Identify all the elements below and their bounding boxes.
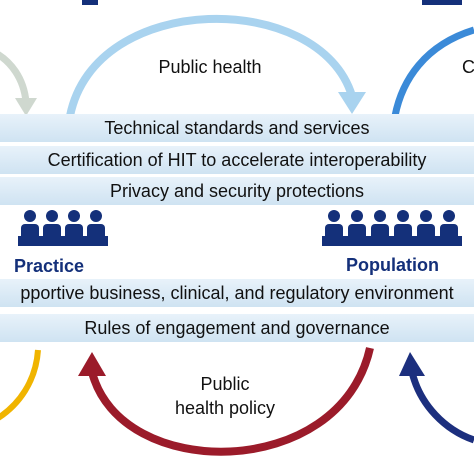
bottom-arc-arrowhead bbox=[78, 352, 106, 376]
band-rules-of-engagement-text: Rules of engagement and governance bbox=[84, 317, 390, 338]
band-supportive-environment: pportive business, clinical, and regulat… bbox=[0, 279, 474, 307]
bottom-arc-label-line1: Public bbox=[200, 374, 250, 394]
top-cut-text-right bbox=[422, 0, 462, 5]
population-person-3-head bbox=[374, 210, 386, 222]
band-privacy-security: Privacy and security protections bbox=[0, 177, 474, 205]
band-rules-of-engagement: Rules of engagement and governance bbox=[0, 314, 474, 342]
band-technical-standards-text: Technical standards and services bbox=[104, 117, 370, 138]
right-top-arrow bbox=[391, 26, 474, 117]
top-arc-label: Public health bbox=[158, 57, 262, 77]
practice-person-4-head bbox=[90, 210, 102, 222]
population-person-6-head bbox=[443, 210, 455, 222]
practice-person-1-head bbox=[24, 210, 36, 222]
band-supportive-environment-text: pportive business, clinical, and regulat… bbox=[20, 282, 454, 303]
right-bottom-arrow bbox=[408, 371, 474, 444]
population-person-5-head bbox=[420, 210, 432, 222]
bottom-arc-label-line2: health policy bbox=[174, 398, 276, 418]
population-person-2-head bbox=[351, 210, 363, 222]
top-arc-arrowhead bbox=[338, 92, 366, 114]
band-certification-hit-text: Certification of HIT to accelerate inter… bbox=[47, 149, 427, 170]
band-certification-hit: Certification of HIT to accelerate inter… bbox=[0, 146, 474, 174]
population-person-1-head bbox=[328, 210, 340, 222]
population-label: Population bbox=[346, 255, 439, 275]
bottom-arc bbox=[88, 347, 374, 456]
population-people-base bbox=[322, 236, 462, 246]
top-cut-text-left bbox=[82, 0, 98, 5]
practice-people-icon bbox=[18, 210, 108, 246]
practice-person-3-head bbox=[68, 210, 80, 222]
practice-label: Practice bbox=[14, 256, 85, 276]
population-people-icon bbox=[322, 210, 462, 246]
left-top-arrowhead bbox=[15, 98, 37, 116]
left-top-arrow bbox=[0, 51, 30, 103]
left-bottom-arrow bbox=[0, 349, 41, 421]
practice-person-2-head bbox=[46, 210, 58, 222]
practice-people-base bbox=[18, 236, 108, 246]
band-technical-standards: Technical standards and services bbox=[0, 114, 474, 142]
top-right-cut-label: C bbox=[462, 57, 474, 77]
population-person-4-head bbox=[397, 210, 409, 222]
right-bottom-arrowhead bbox=[399, 352, 425, 376]
band-privacy-security-text: Privacy and security protections bbox=[109, 180, 365, 201]
top-arc bbox=[66, 15, 356, 117]
